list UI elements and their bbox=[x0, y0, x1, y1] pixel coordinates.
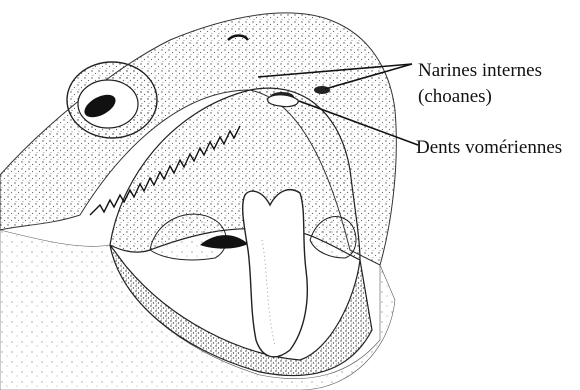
label-vomerine-teeth: Dents vomériennes bbox=[416, 137, 562, 159]
tongue bbox=[243, 190, 308, 357]
choana-right bbox=[314, 86, 330, 94]
label-internal-nares: Narines internes bbox=[418, 60, 542, 82]
label-choanae: (choanes) bbox=[418, 86, 492, 108]
